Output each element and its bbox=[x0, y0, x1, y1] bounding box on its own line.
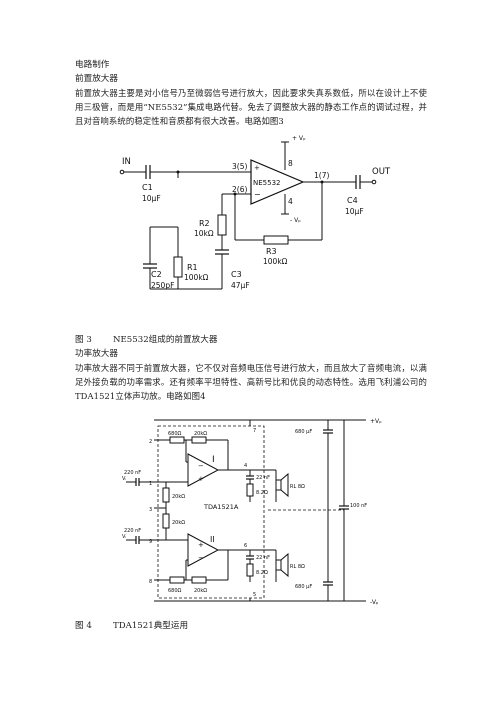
figure-4-caption-number: 图 4 bbox=[75, 621, 92, 631]
rl1-label: RL 8Ω bbox=[290, 484, 305, 490]
c220b-label: 220 nF bbox=[124, 528, 141, 534]
svg-text:+: + bbox=[198, 541, 204, 549]
vm-label-fig4: -Vₚ bbox=[370, 599, 379, 606]
r82a-label: 8.2Ω bbox=[256, 490, 268, 496]
c2-label: C2 bbox=[151, 270, 162, 279]
figure-3-caption-number: 图 3 bbox=[75, 335, 92, 345]
c680b-label: 680 μF bbox=[295, 584, 312, 590]
svg-text:−: − bbox=[254, 190, 261, 199]
pin-plus-label: 3(5) bbox=[232, 162, 247, 171]
c100n-label: 100 nF bbox=[350, 503, 367, 509]
r2-value: 10kΩ bbox=[194, 229, 214, 238]
figure-3-schematic: + Vₚ 8 IN C1 10μF C2 250pF R1 100kΩ NE55… bbox=[119, 135, 391, 290]
vm-label: - Vₚ bbox=[290, 217, 301, 224]
svg-text:+: + bbox=[254, 164, 260, 172]
out-label: OUT bbox=[372, 167, 391, 177]
figure-4-schematic: +Vₚ -Vₚ TDA1521A − + I + − II 680Ω 20kΩ … bbox=[122, 418, 382, 606]
svg-text:+: + bbox=[198, 475, 204, 483]
c680a-label: 680 μF bbox=[295, 429, 312, 435]
svg-text:−: − bbox=[198, 554, 204, 562]
pin4-label-fig4: 4 bbox=[244, 463, 247, 469]
chip-label-fig4: TDA1521A bbox=[203, 503, 239, 511]
pin8-label-fig4: 8 bbox=[149, 579, 152, 585]
r1-value: 100kΩ bbox=[184, 273, 209, 282]
r20kc-label: 20kΩ bbox=[172, 494, 185, 500]
pin-out-label: 1(7) bbox=[314, 171, 329, 180]
section-title-power-amp: 功率放大器 bbox=[75, 349, 118, 359]
chip-label: NE5532 bbox=[253, 179, 280, 187]
vi2-label: Vᵢ bbox=[122, 534, 126, 540]
amp1-label: I bbox=[212, 455, 215, 465]
pin7-label: 7 bbox=[253, 428, 256, 434]
r20ka-label: 20kΩ bbox=[194, 431, 207, 437]
amp2-label: II bbox=[210, 535, 215, 544]
c220a-label: 220 nF bbox=[124, 470, 141, 476]
c3-label: C3 bbox=[231, 270, 242, 279]
pin2-label: 2 bbox=[149, 439, 152, 445]
vp-label: + Vₚ bbox=[292, 135, 306, 142]
rl2-label: RL 8Ω bbox=[290, 564, 305, 570]
pin5-label: 5 bbox=[253, 592, 256, 598]
svg-text:−: − bbox=[198, 462, 204, 470]
r1-label: R1 bbox=[187, 263, 198, 272]
page-heading: 电路制作 bbox=[75, 60, 110, 70]
pin8-label: 8 bbox=[288, 159, 293, 168]
r680b-label: 680Ω bbox=[168, 588, 182, 594]
c1-value: 10μF bbox=[142, 194, 161, 203]
in-label: IN bbox=[122, 157, 131, 167]
pin3-label: 3 bbox=[149, 507, 152, 513]
section-title-preamp: 前置放大器 bbox=[75, 74, 118, 84]
c2-value: 250pF bbox=[151, 281, 174, 290]
r3-label: R3 bbox=[266, 247, 277, 256]
c22b-label: 22 nF bbox=[256, 555, 270, 561]
pin1-label: 1 bbox=[149, 481, 152, 487]
r20kd-label: 20kΩ bbox=[172, 520, 185, 526]
vi1-label: Vᵢ bbox=[122, 476, 126, 482]
figure-3-caption: NE5532组成的前置放大器 bbox=[113, 335, 218, 345]
pin6-label: 6 bbox=[244, 543, 247, 549]
c1-label: C1 bbox=[142, 183, 153, 192]
vp-label-fig4: +Vₚ bbox=[370, 418, 382, 425]
c22a-label: 22 nF bbox=[256, 475, 270, 481]
paragraph-power-amp: 功率放大器不同于前置放大器，它不仅对音频电压信号进行放大，而且放大了音频电流，以… bbox=[75, 363, 427, 402]
c4-label: C4 bbox=[347, 196, 358, 205]
paragraph-preamp: 前置放大器主要是对小信号乃至微弱信号进行放大，因此要求失真系数低，所以在设计上不… bbox=[75, 88, 427, 127]
r20kb-label: 20kΩ bbox=[194, 588, 207, 594]
figure-4-caption: TDA1521典型运用 bbox=[113, 621, 189, 631]
pin-minus-label: 2(6) bbox=[232, 185, 247, 194]
pin9-label: 9 bbox=[149, 539, 152, 545]
r2-label: R2 bbox=[199, 219, 210, 228]
c4-value: 10μF bbox=[345, 207, 364, 216]
r82b-label: 8.2Ω bbox=[256, 570, 268, 576]
r3-value: 100kΩ bbox=[263, 257, 288, 266]
pin4-label: 4 bbox=[288, 197, 293, 206]
c3-value: 47μF bbox=[231, 281, 250, 290]
r680a-label: 680Ω bbox=[168, 431, 182, 437]
